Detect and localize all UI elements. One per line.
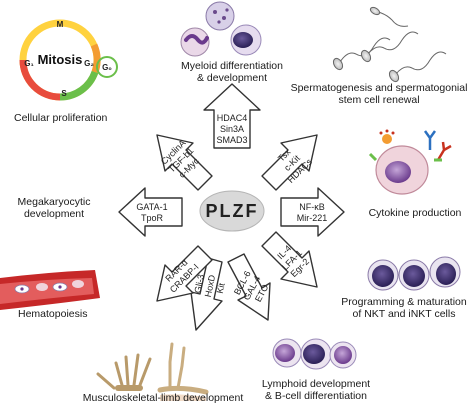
gene-tpor: TpoR bbox=[141, 213, 164, 223]
label-megakaryocytic: Megakaryocytic development bbox=[6, 196, 102, 220]
label-sperm-line2: stem cell renewal bbox=[338, 94, 420, 106]
label-cytokine: Cytokine production bbox=[368, 207, 462, 219]
nkt-cells-illustration bbox=[367, 256, 461, 291]
gene-smad3: SMAD3 bbox=[216, 135, 247, 145]
label-myeloid-line2: & development bbox=[196, 72, 268, 84]
skeleton-limb-illustration bbox=[96, 342, 209, 395]
phase-g0: G₀ bbox=[102, 63, 112, 72]
label-myeloid: Myeloid differentiation & development bbox=[162, 60, 302, 84]
gene-gata1: GATA-1 bbox=[136, 202, 167, 212]
plzf-center-node bbox=[199, 190, 265, 232]
arrow-nkt bbox=[261, 231, 318, 288]
cycle-ring-g2 bbox=[90, 43, 101, 74]
arrow-hemato bbox=[156, 245, 213, 302]
arrow-cytokine bbox=[280, 187, 345, 237]
label-sperm-line1: Spermatogenesis and spermatogonial bbox=[290, 82, 468, 94]
label-nkt-line2: of NKT and iNKT cells bbox=[352, 308, 456, 320]
myeloid-cells-illustration bbox=[180, 1, 262, 57]
cycle-inner bbox=[31, 31, 89, 89]
gene-hoxd: HoxD bbox=[203, 273, 218, 298]
mitosis-title: Mitosis bbox=[38, 52, 83, 67]
label-lymphoid-line2: & B-cell differentiation bbox=[265, 390, 367, 402]
label-spermatogenesis: Spermatogenesis and spermatogonial stem … bbox=[285, 82, 473, 106]
cell-cycle-diagram: Mitosis M G₁ S G₂ G₀ bbox=[19, 19, 118, 101]
phase-m: M bbox=[57, 20, 64, 29]
label-lymphoid-line1: Lymphoid development bbox=[261, 378, 371, 390]
gene-hdac4: HDAC4 bbox=[217, 113, 248, 123]
gene-kit: Kit bbox=[215, 282, 227, 295]
label-nkt: Programming & maturation of NKT and iNKT… bbox=[336, 296, 472, 320]
label-myeloid-line1: Myeloid differentiation bbox=[181, 60, 283, 72]
phase-g1: G₁ bbox=[24, 59, 34, 68]
arrow-mega bbox=[118, 187, 183, 237]
label-lymphoid: Lymphoid development & B-cell differenti… bbox=[246, 378, 386, 402]
plzf-center-label: PLZF bbox=[206, 201, 259, 221]
arrow-prolif bbox=[156, 134, 213, 191]
gene-nfkb: NF-κB bbox=[299, 202, 325, 212]
cycle-g0-ring bbox=[96, 56, 118, 78]
label-hematopoiesis: Hematopoiesis bbox=[18, 308, 88, 320]
gene-sin3a: Sin3A bbox=[220, 124, 244, 134]
cytokine-cell-illustration bbox=[368, 129, 452, 195]
phase-g2: G₂ bbox=[84, 59, 94, 68]
label-nkt-line1: Programming & maturation bbox=[341, 296, 467, 308]
cycle-ring-s bbox=[59, 70, 99, 101]
arrow-lymphoid bbox=[227, 253, 271, 321]
blood-vessel-illustration bbox=[0, 270, 100, 310]
arrow-sperm bbox=[261, 134, 318, 191]
label-cellular-proliferation: Cellular proliferation bbox=[14, 112, 108, 124]
gene-mir221: Mir-221 bbox=[297, 213, 328, 223]
arrow-myeloid bbox=[203, 83, 261, 149]
label-musculoskeletal: Musculoskeletal-limb development bbox=[82, 392, 244, 404]
label-mega-line1: Megakaryocytic bbox=[17, 196, 91, 208]
label-mega-line2: development bbox=[23, 208, 85, 220]
lymphoid-cells-illustration bbox=[272, 338, 357, 370]
gene-gli3: Gli-3 bbox=[192, 273, 206, 294]
phase-s: S bbox=[61, 89, 67, 98]
foot-illustration bbox=[160, 394, 206, 401]
arrow-musculo bbox=[190, 257, 223, 331]
cycle-ring-g1 bbox=[19, 59, 61, 101]
sperm-illustration bbox=[332, 6, 447, 83]
